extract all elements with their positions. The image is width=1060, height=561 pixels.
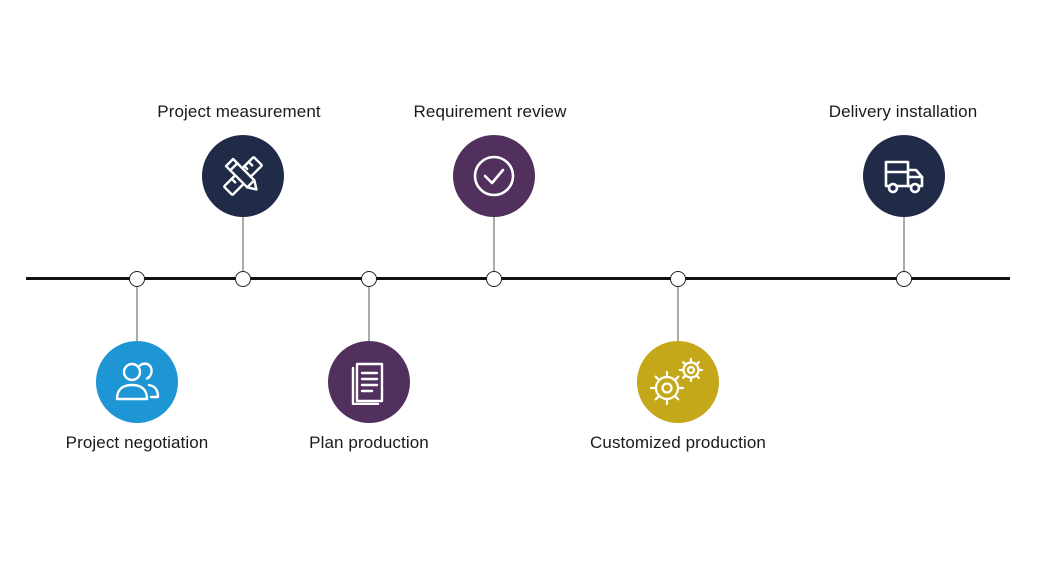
check-circle-icon (473, 155, 515, 197)
connector-requirement-review (493, 217, 495, 271)
timeline-node-project-negotiation (129, 271, 145, 287)
step-label-requirement-review: Requirement review (413, 102, 567, 121)
timeline-node-requirement-review (486, 271, 502, 287)
timeline-line (26, 277, 1010, 280)
step-circle-customized-production (637, 341, 719, 423)
timeline-node-plan-production (361, 271, 377, 287)
users-icon (115, 362, 160, 401)
step-circle-delivery-installation (863, 135, 945, 217)
timeline-node-customized-production (670, 271, 686, 287)
pencil-ruler-icon (223, 156, 263, 196)
step-circle-project-measurement (202, 135, 284, 217)
connector-project-measurement (242, 217, 244, 271)
step-label-plan-production: Plan production (309, 433, 429, 452)
step-label-customized-production: Customized production (590, 433, 766, 452)
gears-icon (649, 357, 704, 406)
connector-plan-production (368, 287, 370, 341)
timeline-node-delivery-installation (896, 271, 912, 287)
step-circle-project-negotiation (96, 341, 178, 423)
document-icon (351, 362, 384, 405)
step-circle-plan-production (328, 341, 410, 423)
connector-delivery-installation (903, 217, 905, 271)
step-label-delivery-installation: Delivery installation (828, 102, 978, 121)
truck-icon (884, 160, 924, 194)
connector-project-negotiation (136, 287, 138, 341)
step-label-project-negotiation: Project negotiation (65, 433, 209, 452)
step-circle-requirement-review (453, 135, 535, 217)
connector-customized-production (677, 287, 679, 341)
timeline-node-project-measurement (235, 271, 251, 287)
step-label-project-measurement: Project measurement (157, 102, 321, 121)
